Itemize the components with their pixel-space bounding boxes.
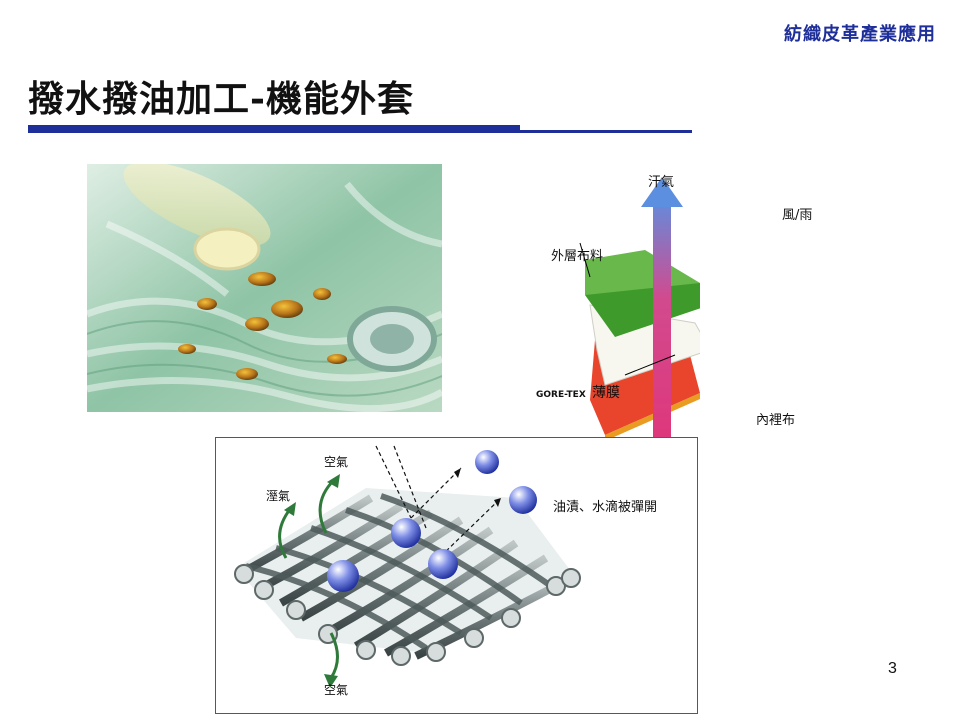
label-membrane-brand: GORE-TEX — [536, 390, 586, 400]
repelled-droplets-icon — [327, 450, 537, 592]
label-humidity: 溼氣 — [266, 489, 290, 503]
goretex-layer-diagram — [525, 165, 803, 455]
label-repelled: 油漬、水滴被彈開 — [553, 499, 657, 515]
label-outer-fabric: 外層布料 — [551, 249, 603, 264]
header-category-label: 紡織皮革產業應用 — [784, 24, 936, 45]
label-air-top: 空氣 — [324, 455, 348, 469]
oil-repellent-fabric-photo — [87, 164, 442, 412]
woven-yarns — [234, 488, 581, 666]
label-air-bottom: 空氣 — [324, 683, 348, 697]
label-lining: 內裡布 — [756, 413, 795, 428]
label-wind-rain: 風/雨 — [782, 208, 812, 223]
title-underline-thick — [28, 125, 520, 133]
title-underline-thin — [520, 130, 692, 133]
page-number: 3 — [888, 660, 897, 677]
label-membrane: 薄膜 — [592, 385, 620, 401]
slide-title: 撥水撥油加工-機能外套 — [28, 78, 414, 120]
woven-fabric-diagram — [215, 437, 698, 714]
label-sweat: 汗氣 — [648, 175, 674, 190]
